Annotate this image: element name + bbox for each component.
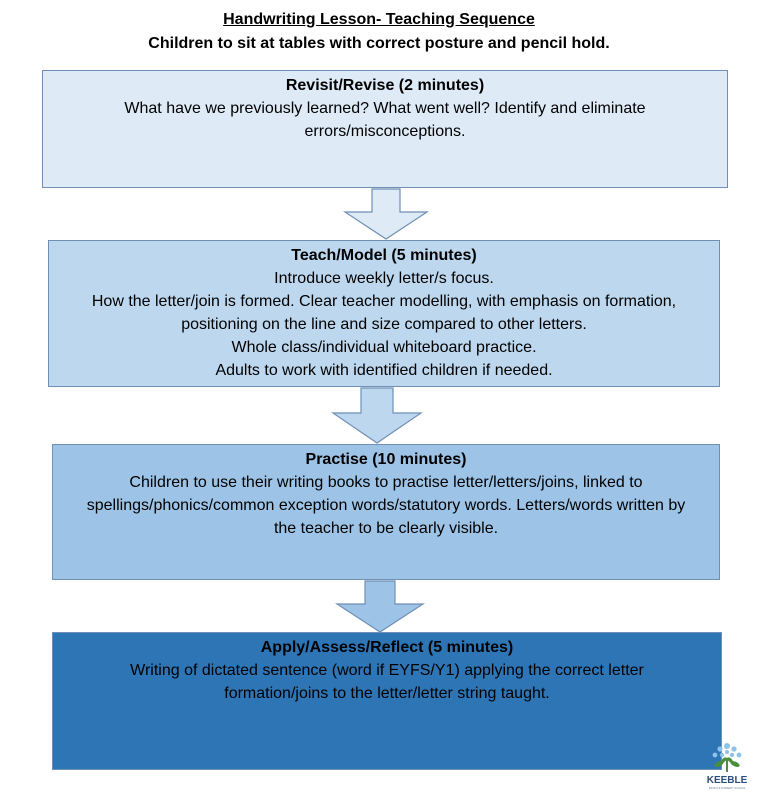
logo-name: KEEBLE (707, 775, 748, 786)
step-box-teach: Teach/Model (5 minutes) Introduce weekly… (48, 240, 720, 387)
step-text-line: Writing of dictated sentence (word if EY… (130, 662, 644, 679)
arrow-shape (331, 387, 423, 444)
step-text-line: positioning on the line and size compare… (181, 316, 587, 333)
arrow-shape (335, 580, 425, 633)
step-text-line: Children to use their writing books to p… (129, 474, 643, 491)
step-text-line: Whole class/individual whiteboard practi… (231, 339, 537, 356)
step-heading: Revisit/Revise (2 minutes) (285, 77, 485, 94)
step-box-practise: Practise (10 minutes) Children to use th… (52, 444, 720, 580)
down-arrow-icon (343, 188, 429, 240)
step-text-line: errors/misconceptions. (304, 123, 466, 140)
step-text-line: How the letter/join is formed. Clear tea… (91, 293, 677, 310)
school-logo: KEEBLE INFANT & NURSERY SCHOOL (702, 738, 752, 798)
step-text-line: spellings/phonics/common exception words… (86, 497, 686, 514)
step-heading: Practise (10 minutes) (305, 451, 467, 468)
step-box-apply: Apply/Assess/Reflect (5 minutes) Writing… (52, 632, 722, 770)
down-arrow-icon (335, 580, 425, 633)
step-heading: Teach/Model (5 minutes) (291, 247, 477, 264)
logo-small-text: INFANT & NURSERY SCHOOL (709, 786, 746, 790)
step-text-line: Adults to work with identified children … (215, 362, 553, 379)
step-text-line: the teacher to be clearly visible. (273, 520, 499, 537)
page-subtitle: Children to sit at tables with correct p… (148, 35, 610, 52)
step-text-line: What have we previously learned? What we… (124, 100, 646, 117)
page-title: Handwriting Lesson- Teaching Sequence (223, 11, 535, 28)
step-box-revisit: Revisit/Revise (2 minutes) What have we … (42, 70, 728, 188)
tree-logo-icon: KEEBLE INFANT & NURSERY SCHOOL (707, 743, 748, 790)
arrow-shape (343, 188, 429, 240)
step-text-line: Introduce weekly letter/s focus. (274, 270, 494, 287)
down-arrow-icon (331, 387, 423, 444)
step-heading: Apply/Assess/Reflect (5 minutes) (260, 639, 514, 656)
step-text-line: formation/joins to the letter/letter str… (224, 685, 550, 702)
